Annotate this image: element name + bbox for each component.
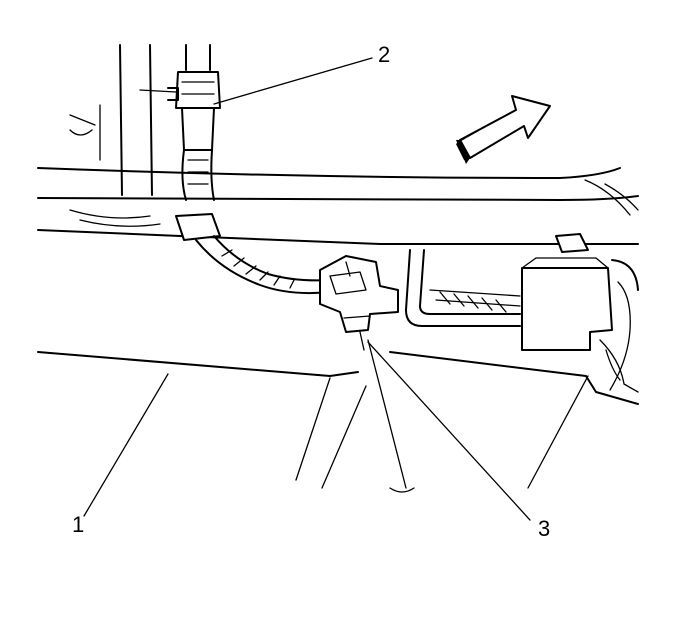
direction-arrow-icon — [456, 95, 551, 164]
callout-label-3: 3 — [538, 516, 550, 541]
upper-harness — [167, 44, 221, 201]
upper-body-panel — [37, 167, 639, 245]
frame-rail — [37, 339, 639, 493]
callout-label-1: 1 — [72, 512, 84, 537]
connector-3 — [319, 255, 399, 351]
callout-label-2: 2 — [378, 42, 390, 67]
lower-harness — [175, 213, 331, 295]
frame-pillar — [69, 44, 177, 196]
module-assembly — [405, 233, 639, 393]
leader-lines — [83, 57, 589, 521]
